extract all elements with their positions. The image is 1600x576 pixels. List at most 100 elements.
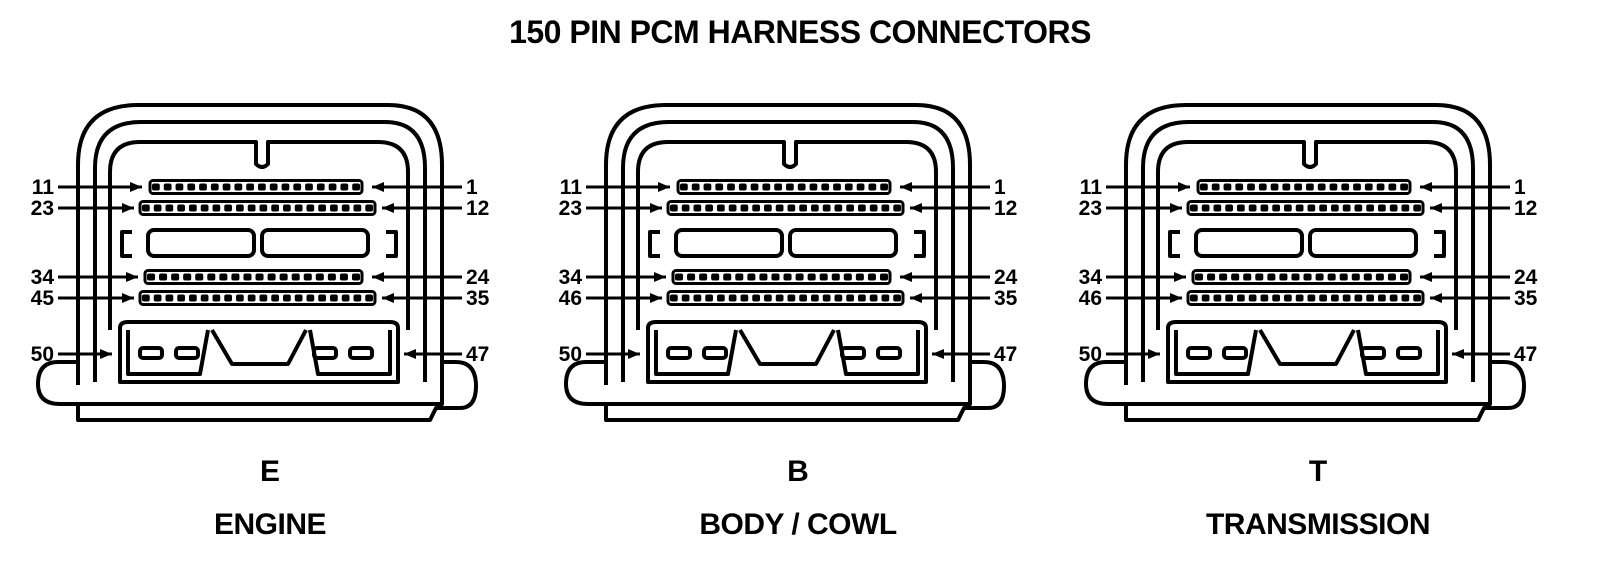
pin-cell (1211, 183, 1220, 191)
pin-cell (318, 204, 326, 212)
outer-shell-inner (621, 120, 955, 382)
arrow-head-left (372, 272, 384, 282)
pin-row (1186, 290, 1425, 306)
pin-cell (1413, 294, 1421, 302)
pin-cell (893, 294, 901, 302)
connector-name: ENGINE (213, 508, 327, 541)
pin-cell (687, 273, 696, 281)
arrow-head-left (382, 203, 394, 213)
latch-compartment-left (654, 329, 738, 376)
pin-cell (1306, 183, 1314, 191)
pin-cell (234, 183, 243, 191)
pin-cell (1201, 204, 1210, 212)
arrow-head-right (1170, 203, 1182, 213)
pin-slot (666, 346, 692, 360)
pin-cell (747, 273, 756, 281)
base-rail (606, 385, 972, 406)
arrow-head-left (1430, 203, 1442, 213)
pin-cell (1248, 294, 1257, 302)
pin-label-right: 24 (1514, 266, 1538, 289)
diagram-title: 150 PIN PCM HARNESS CONNECTORS (509, 14, 1091, 50)
pin-cell (365, 204, 373, 212)
pin-cell (1401, 294, 1410, 302)
pin-cell (771, 273, 780, 281)
pin-slot (1360, 346, 1386, 360)
pin-cell (681, 204, 690, 212)
pin-cell (142, 294, 150, 302)
pin-cell (705, 294, 713, 302)
pin-cell (799, 294, 807, 302)
pin-cell (881, 294, 890, 302)
pin-label-left: 46 (559, 287, 582, 310)
latch-frame (108, 140, 410, 330)
pin-cell (1364, 183, 1373, 191)
pin-cell (177, 204, 185, 212)
pin-cell (1376, 183, 1385, 191)
pin-cell (159, 273, 168, 281)
connector-letter: B (787, 455, 809, 488)
pin-cell (246, 183, 254, 191)
pin-cell (1331, 204, 1339, 212)
pin-slot (876, 346, 902, 360)
pin-cell (283, 294, 291, 302)
pin-label-right: 1 (466, 176, 478, 199)
pin-cell (1319, 204, 1327, 212)
arrow-head-right (628, 349, 640, 359)
pin-cell (797, 183, 806, 191)
pin-cell (821, 183, 830, 191)
pin-label-left: 50 (31, 343, 54, 366)
pin-cell (330, 294, 338, 302)
pin-label-right: 47 (994, 343, 1017, 366)
pin-label-left: 34 (31, 266, 55, 289)
pin-cell (293, 183, 302, 191)
arrow-head-right (650, 293, 662, 303)
pin-cell (670, 294, 678, 302)
pin-cell (328, 183, 337, 191)
pin-cell (1378, 204, 1386, 212)
pin-label-right: 1 (1514, 176, 1526, 199)
pin-cell (243, 273, 252, 281)
pin-cell (189, 204, 197, 212)
pin-cell (1342, 204, 1351, 212)
pin-cell (675, 273, 684, 281)
pin-cell (786, 183, 794, 191)
pin-cell (717, 294, 725, 302)
pin-cell (834, 204, 843, 212)
arrow-head-left (1452, 349, 1464, 359)
pin-cell (1225, 294, 1233, 302)
pin-cell (740, 204, 749, 212)
pin-cell (1363, 273, 1372, 281)
pin-cell (680, 183, 688, 191)
latch-compartment (118, 320, 400, 384)
pin-cell (764, 204, 772, 212)
pin-cell (1248, 204, 1257, 212)
latch-wedge (1258, 328, 1356, 366)
pin-cell (1190, 294, 1198, 302)
pin-cell (303, 273, 312, 281)
key-slot (260, 228, 370, 258)
key-slot (788, 228, 898, 258)
pin-cell (846, 204, 854, 212)
pin-cell (1291, 273, 1300, 281)
arrow-head-right (1174, 272, 1186, 282)
pin-cell (846, 294, 854, 302)
pin-cell (177, 294, 185, 302)
pin-slot (702, 346, 728, 360)
pin-cell (1219, 273, 1228, 281)
pin-row (138, 290, 377, 306)
pin-cell (210, 183, 219, 191)
pin-cell (1258, 183, 1267, 191)
pin-cell (693, 294, 702, 302)
pin-label-left: 46 (1079, 287, 1102, 310)
pin-label-right: 24 (994, 266, 1018, 289)
pin-slot (840, 346, 866, 360)
pin-cell (1327, 273, 1336, 281)
pin-cell (1295, 204, 1304, 212)
pin-cell (165, 204, 174, 212)
pin-cell (795, 273, 804, 281)
pin-label-left: 23 (1079, 197, 1102, 220)
pin-cell (1272, 294, 1280, 302)
pin-cell (200, 294, 209, 302)
connector-name: BODY / COWL (699, 508, 897, 541)
key-slot (674, 228, 784, 258)
